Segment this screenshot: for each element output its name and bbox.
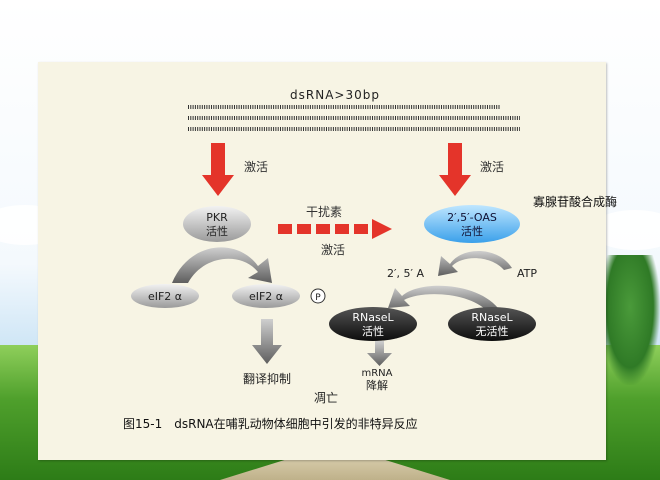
rnasel-active-state: 活性 — [362, 324, 384, 338]
oas-label: 2′,5′-OAS — [447, 211, 497, 224]
activate-arrow-right — [439, 143, 471, 196]
activate-arrow-left — [202, 143, 234, 196]
dsrna-strands — [188, 105, 520, 131]
phospho-label: P — [315, 293, 321, 303]
activate-label-right: 激活 — [480, 160, 504, 174]
oas-side-label: 寡腺苷酸合成酶 — [533, 195, 618, 209]
activate-label-mid: 激活 — [321, 243, 345, 257]
oas-state: 活性 — [461, 224, 483, 238]
pkr-state: 活性 — [206, 224, 228, 238]
rnasel-active-node — [329, 307, 417, 341]
rnasel-active-label: RNaseL — [352, 311, 394, 324]
rnasel-inactive-label: RNaseL — [471, 311, 513, 324]
eif2a-label-right: eIF2 α — [249, 290, 283, 303]
translation-inhibition-label: 翻译抑制 — [243, 371, 291, 386]
oas-node — [424, 205, 520, 243]
activate-label-left: 激活 — [244, 160, 268, 174]
eif2a-node-left — [131, 284, 199, 308]
pkr-node — [183, 206, 251, 242]
pkr-label: PKR — [206, 211, 228, 224]
mrna-arrow — [367, 341, 392, 366]
apoptosis-label: 凋亡 — [314, 391, 338, 405]
rnasel-inactive-node — [448, 307, 536, 341]
dsrna-label: dsRNA>30bp — [290, 88, 380, 102]
synthesis-curve-arrow — [438, 250, 512, 276]
phospho-node — [310, 288, 326, 304]
rnasel-activation-curve-arrow — [388, 285, 498, 312]
atp-label: ATP — [517, 267, 537, 280]
five-a-label: 2′, 5′ A — [387, 267, 424, 280]
eif2a-node-right — [232, 284, 300, 308]
interferon-label: 干扰素 — [306, 205, 342, 219]
tree-background — [600, 255, 660, 385]
figure-caption: 图15-1 dsRNA在哺乳动物体细胞中引发的非特异反应 — [123, 416, 418, 431]
mrna-label: mRNA — [361, 368, 392, 379]
mrna-degradation-label: 降解 — [366, 378, 388, 392]
rnasel-inactive-state: 无活性 — [476, 324, 509, 338]
translation-arrow — [252, 319, 282, 364]
interferon-arrow — [278, 219, 392, 239]
eif2a-label-left: eIF2 α — [148, 290, 182, 303]
phosphorylation-curve-arrow — [172, 247, 272, 283]
